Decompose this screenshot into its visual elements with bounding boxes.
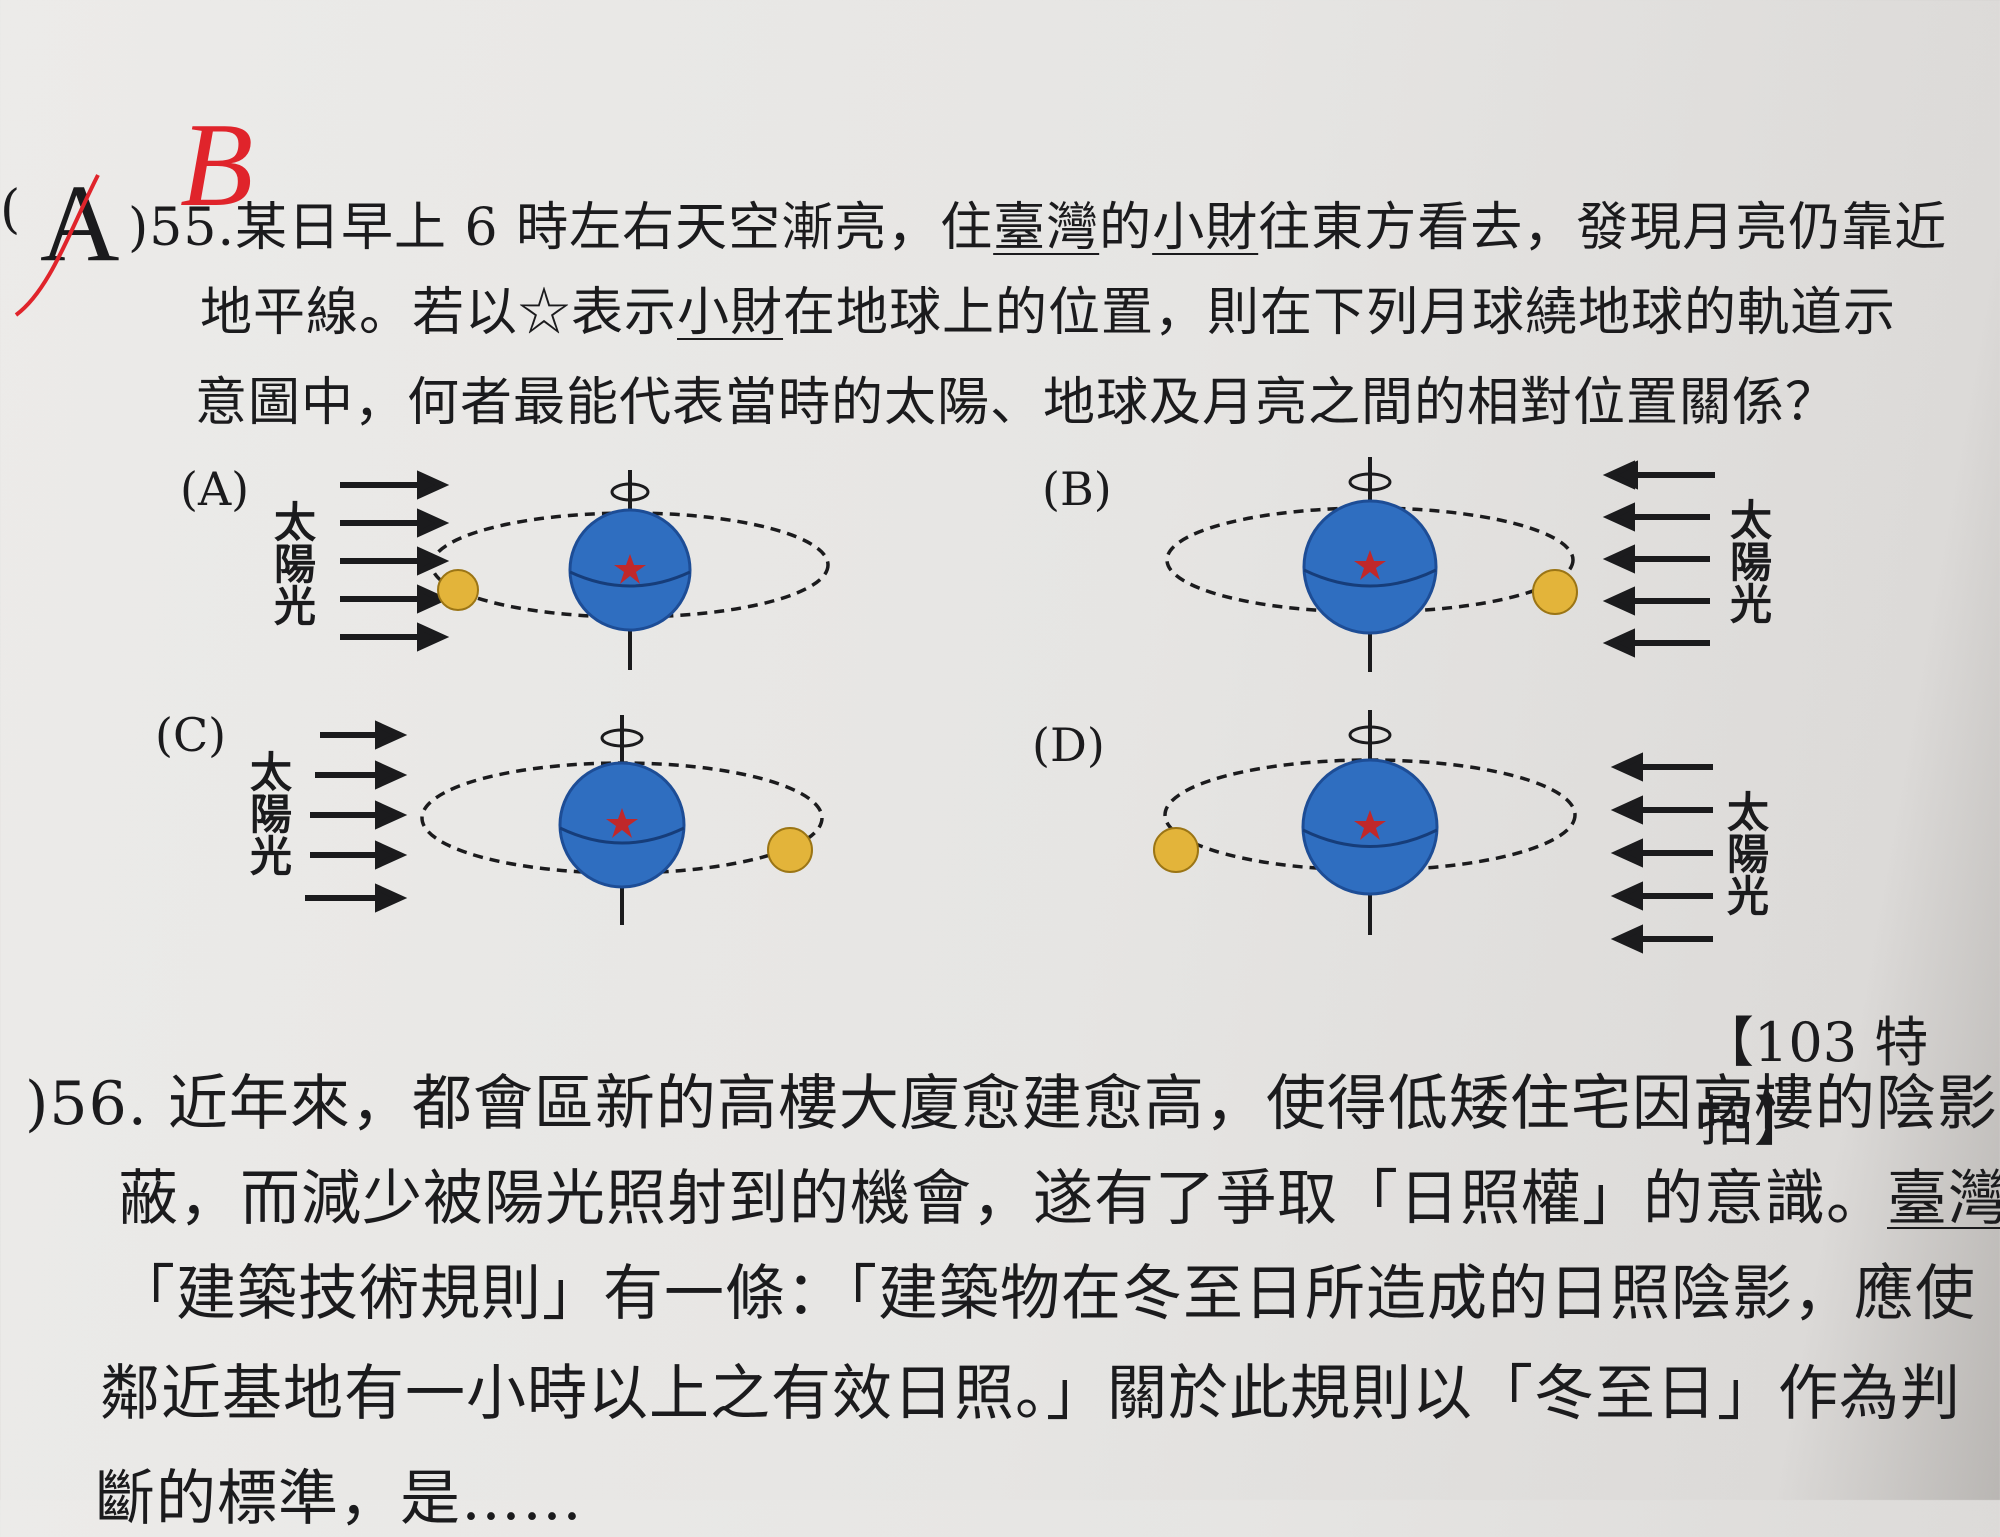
moon xyxy=(1153,827,1199,873)
q56-line-5: 斷的標準，是…… xyxy=(95,1464,583,1534)
correct-answer-mark: B xyxy=(180,100,253,231)
moon xyxy=(767,827,813,873)
moon xyxy=(437,569,479,611)
option-b-diagram xyxy=(1165,457,1715,672)
q56-line-1: )56. 近年來，都會區新的高樓大廈愈建愈高，使得低矮住宅因高樓的陰影遮 xyxy=(25,1069,2000,1139)
rotation-arrow xyxy=(610,482,650,502)
option-d-label: (D) xyxy=(1032,718,1105,772)
q55-number: 55. xyxy=(149,198,235,258)
q56-line-4: 鄰近基地有一小時以上之有效日照。」關於此規則以「冬至日」作為判 xyxy=(100,1359,1961,1429)
q55-line-3: 意圖中，何者最能代表當時的太陽、地球及月亮之間的相對位置關係？ xyxy=(195,373,1839,433)
crossed-answer-letter: A xyxy=(40,162,119,284)
option-d-diagram xyxy=(1153,710,1577,935)
option-b-sunlight-arrows xyxy=(1602,460,1710,658)
q55-bracket-open: ( xyxy=(0,180,22,240)
observer-star xyxy=(1354,550,1386,580)
sunlight-arrows xyxy=(340,470,450,652)
crossed-answer-mark: A xyxy=(14,162,119,317)
option-a-sunlight-label: 太陽光 xyxy=(273,498,316,631)
option-d-sunlight-label: 太陽光 xyxy=(1726,788,1769,921)
option-a-diagram xyxy=(340,470,830,670)
rotation-arrow xyxy=(1348,472,1392,492)
q55-line-2: 地平線。若以☆表示小財在地球上的位置，則在下列月球繞地球的軌道示 xyxy=(200,283,1897,343)
rotation-arrow xyxy=(600,728,644,748)
option-d-sunlight-arrows xyxy=(1610,752,1713,954)
option-b-sunlight-label: 太陽光 xyxy=(1729,496,1772,629)
option-a-label: (A) xyxy=(180,462,250,516)
option-c-label: (C) xyxy=(155,708,227,762)
option-b-label: (B) xyxy=(1042,462,1112,516)
exam-source-tag: 【103 特招】 xyxy=(1700,1011,1929,1153)
rotation-arrow xyxy=(1348,725,1392,745)
moon xyxy=(1532,569,1578,615)
q56-line-2: 蔽，而減少被陽光照射到的機會，遂有了爭取「日照權」的意識。臺灣 xyxy=(118,1164,2000,1234)
observer-star xyxy=(606,808,638,838)
option-c-sunlight-label: 太陽光 xyxy=(249,748,292,881)
q55-line-1: )55.某日早上 6 時左右天空漸亮，住臺灣的小財往東方看去，發現月亮仍靠近 xyxy=(128,198,1948,258)
q56-line-3: 「建築技術規則」有一條：「建築物在冬至日所造成的日照陰影，應使 xyxy=(115,1259,1976,1329)
observer-star xyxy=(1354,810,1386,840)
q55-bracket-close: ) xyxy=(128,198,150,258)
observer-star xyxy=(614,554,646,584)
q56-number: )56. xyxy=(25,1069,148,1139)
correct-answer-letter: B xyxy=(180,100,253,231)
sunlight-arrows xyxy=(305,720,408,913)
option-c-diagram xyxy=(305,715,824,925)
